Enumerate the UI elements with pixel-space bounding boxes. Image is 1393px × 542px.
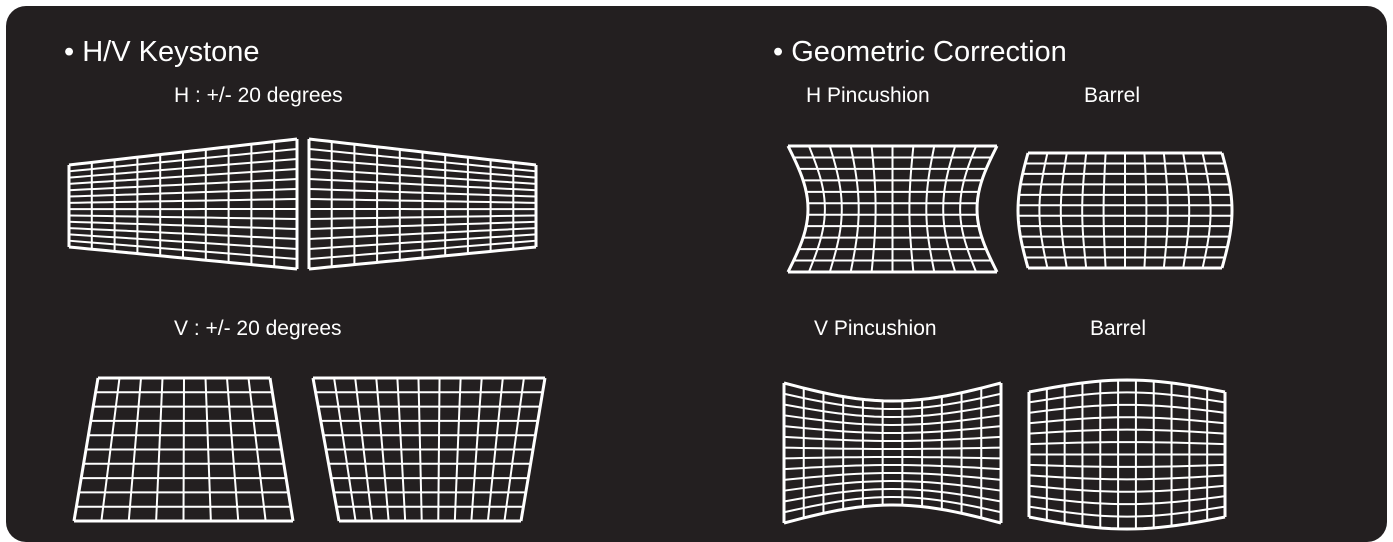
grid-line-horizontal [308, 188, 537, 198]
grid-line-horizontal [68, 148, 298, 173]
grid-line-vertical [1059, 152, 1068, 269]
grid-line-horizontal [68, 233, 298, 250]
h-keystone-right-grid [307, 137, 538, 271]
grid-line-horizontal [783, 479, 1002, 492]
grid-line-vertical [807, 145, 826, 273]
grid-line-vertical [942, 145, 957, 273]
grid-line-horizontal [68, 158, 298, 179]
grid-line-horizontal [1028, 463, 1226, 468]
grid-line-horizontal [68, 178, 298, 192]
grid-line-vertical [1102, 152, 1107, 269]
v-keystone-narrow-top-grid [72, 376, 295, 523]
grid-border [308, 245, 537, 271]
keystone-section-title: • H/V Keystone [64, 38, 260, 67]
grid-line-vertical [908, 145, 915, 273]
grid-line-horizontal [783, 414, 1002, 427]
h-barrel-grid [1016, 151, 1234, 270]
grid-line-horizontal [68, 239, 298, 260]
grid-line-horizontal [783, 425, 1002, 435]
grid-border [1016, 152, 1030, 269]
grid-line-vertical [1081, 152, 1088, 269]
grid-line-horizontal [308, 198, 537, 204]
grid-line-horizontal [68, 198, 298, 204]
grid-line-horizontal [308, 178, 537, 192]
grid-line-horizontal [1028, 505, 1226, 518]
grid-line-horizontal [1028, 474, 1226, 481]
v-barrel-label: Barrel [1090, 317, 1147, 340]
grid-border [68, 245, 298, 271]
h-pincushion-grid [786, 144, 999, 274]
grid-line-horizontal [783, 471, 1002, 481]
geometric-title: Geometric Correction [791, 36, 1067, 68]
h-pincushion-label: H Pincushion [806, 84, 930, 107]
grid-line-horizontal [1028, 484, 1226, 493]
keystone-geometric-panel: • H/V Keystone H : +/- 20 degrees V : +/… [6, 6, 1387, 542]
grid-line-horizontal [783, 463, 1002, 471]
grid-line-horizontal [68, 227, 298, 240]
grid-line-horizontal [308, 168, 537, 185]
grid-border [975, 145, 999, 273]
grid-line-horizontal [783, 403, 1002, 419]
h-keystone-label: H : +/- 20 degrees [174, 84, 343, 107]
grid-line-horizontal [68, 168, 298, 185]
grid-line-vertical [959, 145, 978, 273]
grid-line-horizontal [1028, 441, 1226, 446]
grid-line-horizontal [1028, 428, 1226, 435]
keystone-title: H/V Keystone [82, 36, 260, 68]
h-keystone-left-grid [67, 137, 299, 271]
grid-line-vertical [1143, 152, 1148, 269]
grid-border [308, 137, 537, 167]
grid-line-horizontal [308, 239, 537, 260]
geometric-section-title: • Geometric Correction [773, 38, 1067, 67]
grid-line-horizontal [1028, 403, 1226, 414]
grid-line-vertical [849, 145, 860, 273]
grid-line-horizontal [308, 148, 537, 173]
grid-line-vertical [1038, 152, 1049, 269]
grid-line-horizontal [308, 158, 537, 179]
grid-border [68, 137, 298, 167]
grid-border [783, 503, 1002, 525]
grid-line-horizontal [783, 446, 1002, 451]
grid-line-horizontal [1028, 391, 1226, 404]
grid-border [786, 145, 810, 273]
grid-line-horizontal [783, 487, 1002, 503]
grid-line-horizontal [308, 214, 537, 220]
grid-line-horizontal [308, 220, 537, 230]
grid-line-horizontal [308, 233, 537, 250]
bullet: • [64, 36, 75, 68]
grid-line-horizontal [68, 220, 298, 230]
grid-line-horizontal [1028, 495, 1226, 506]
grid-line-horizontal [783, 455, 1002, 460]
grid-line-horizontal [68, 214, 298, 220]
grid-line-horizontal [783, 435, 1002, 443]
grid-line-horizontal [1028, 416, 1226, 425]
v-barrel-grid [1027, 378, 1227, 531]
v-keystone-narrow-bottom-grid [311, 376, 547, 523]
grid-border [783, 381, 1002, 403]
grid-line-horizontal [783, 392, 1002, 411]
grid-border [1028, 515, 1226, 531]
grid-line-horizontal [783, 495, 1002, 514]
grid-border [1220, 152, 1234, 269]
grid-line-vertical [828, 145, 843, 273]
grid-line-vertical [1182, 152, 1191, 269]
correction-grids [67, 137, 1234, 531]
grid-line-horizontal [68, 188, 298, 198]
v-keystone-label: V : +/- 20 degrees [174, 317, 342, 340]
grid-line-vertical [1201, 152, 1212, 269]
grid-line-horizontal [308, 227, 537, 240]
grid-line-vertical [1162, 152, 1169, 269]
h-barrel-label: Barrel [1084, 84, 1141, 107]
grid-border [1028, 378, 1226, 394]
grid-line-vertical [925, 145, 936, 273]
v-pincushion-grid [782, 381, 1003, 525]
grid-line-vertical [870, 145, 877, 273]
v-pincushion-label: V Pincushion [814, 317, 937, 340]
bullet: • [773, 36, 784, 68]
